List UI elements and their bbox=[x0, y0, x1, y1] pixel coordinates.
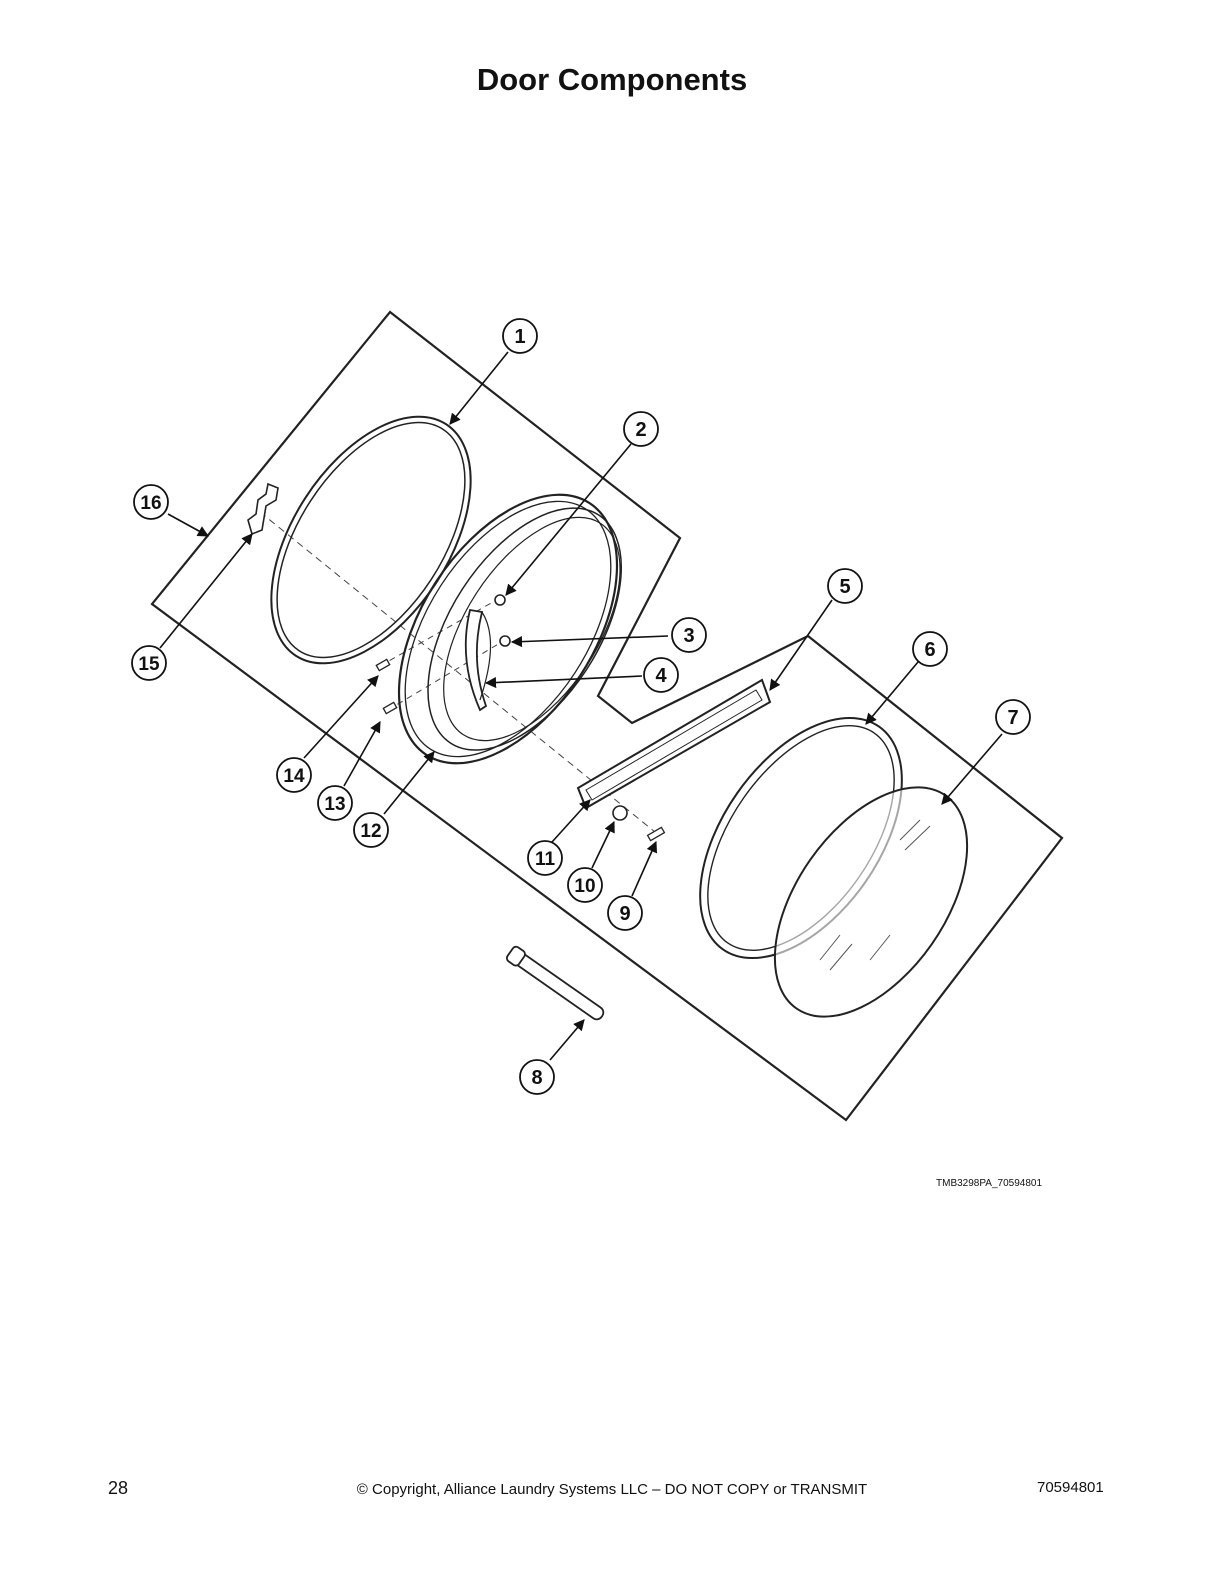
callout-number: 1 bbox=[514, 326, 525, 348]
callout-circle bbox=[643, 657, 679, 693]
callout-6: 6 bbox=[912, 631, 948, 667]
callout-circle bbox=[131, 645, 167, 681]
callout-number: 11 bbox=[535, 849, 556, 870]
callout-8: 8 bbox=[519, 1059, 555, 1095]
door-glass bbox=[773, 786, 969, 1018]
hinge-bracket bbox=[247, 482, 279, 536]
callout-circle bbox=[912, 631, 948, 667]
callout-13: 13 bbox=[317, 785, 353, 821]
callout-number: 6 bbox=[924, 639, 935, 661]
screw bbox=[382, 701, 398, 715]
callout-11: 11 bbox=[527, 840, 563, 876]
centerline bbox=[259, 511, 661, 837]
page-title: Door Components bbox=[476, 62, 748, 97]
callout-number: 2 bbox=[635, 419, 646, 441]
document-number: 70594801 bbox=[1037, 1479, 1104, 1496]
callout-circle bbox=[502, 318, 538, 354]
screw bbox=[375, 658, 391, 672]
callout-number: 5 bbox=[839, 576, 850, 598]
door-ring bbox=[397, 493, 623, 765]
callout-number: 9 bbox=[619, 903, 630, 925]
callout-number: 12 bbox=[360, 821, 381, 842]
nut bbox=[499, 635, 511, 647]
hinge-pin bbox=[505, 945, 605, 1021]
page-number: 28 bbox=[108, 1478, 129, 1498]
callout-7: 7 bbox=[995, 699, 1031, 735]
callout-circle bbox=[317, 785, 353, 821]
door-handle bbox=[464, 608, 488, 712]
callout-circle bbox=[527, 840, 563, 876]
screw-axis-line bbox=[387, 639, 506, 711]
nut bbox=[494, 594, 506, 606]
washer bbox=[612, 805, 628, 821]
callout-number: 3 bbox=[683, 625, 694, 647]
callout-3: 3 bbox=[671, 617, 707, 653]
callout-number: 10 bbox=[574, 876, 595, 897]
callout-number: 7 bbox=[1007, 707, 1018, 729]
door-handle-edge bbox=[479, 611, 492, 701]
figure-reference: TMB3298PA_70594801 bbox=[936, 1178, 1043, 1189]
callout-circle bbox=[995, 699, 1031, 735]
callout-circle bbox=[353, 812, 389, 848]
callout-circle bbox=[671, 617, 707, 653]
callout-circle bbox=[827, 568, 863, 604]
leader-lines bbox=[159, 351, 1003, 1061]
callout-16: 16 bbox=[133, 484, 169, 520]
callout-15: 15 bbox=[131, 645, 167, 681]
callout-2: 2 bbox=[623, 411, 659, 447]
callout-number: 8 bbox=[531, 1067, 542, 1089]
callout-circle bbox=[567, 867, 603, 903]
callout-number: 13 bbox=[324, 794, 345, 815]
callout-number: 4 bbox=[655, 665, 667, 687]
callout-1: 1 bbox=[502, 318, 538, 354]
callout-number: 15 bbox=[138, 654, 160, 675]
callout-circle bbox=[519, 1059, 555, 1095]
copyright-notice: © Copyright, Alliance Laundry Systems LL… bbox=[356, 1481, 868, 1498]
callout-circle bbox=[623, 411, 659, 447]
callout-5: 5 bbox=[827, 568, 863, 604]
callout-10: 10 bbox=[567, 867, 603, 903]
callout-number: 16 bbox=[140, 493, 161, 514]
callout-number: 14 bbox=[283, 766, 305, 787]
glass-glare bbox=[819, 819, 931, 971]
callout-circle bbox=[276, 757, 312, 793]
callout-4: 4 bbox=[643, 657, 679, 693]
callout-12: 12 bbox=[353, 812, 389, 848]
callout-circle bbox=[607, 895, 643, 931]
hinge-screw bbox=[646, 826, 666, 842]
callout-14: 14 bbox=[276, 757, 312, 793]
callout-circle bbox=[133, 484, 169, 520]
callout-9: 9 bbox=[607, 895, 643, 931]
assembly-outline bbox=[150, 310, 1064, 1122]
